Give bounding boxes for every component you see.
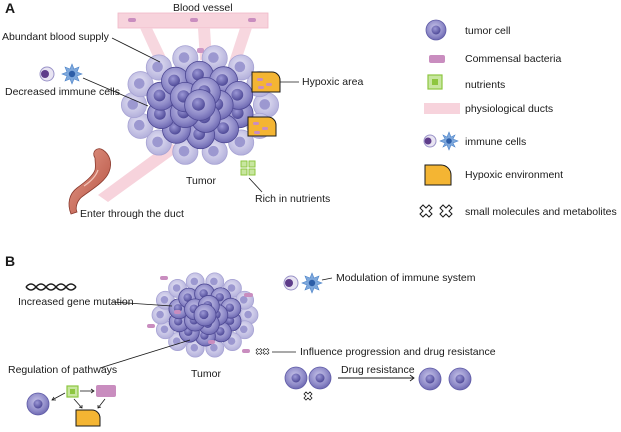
tumor-cell-nucleus bbox=[173, 317, 183, 326]
tumor-cell-nucleus bbox=[227, 284, 236, 292]
tumor-cell-nucleus bbox=[160, 296, 169, 304]
legend-hypoxic-label: Hypoxic environment bbox=[465, 169, 564, 181]
immune-cells-icon-a bbox=[39, 63, 83, 85]
hypoxic-area-label: Hypoxic area bbox=[302, 76, 364, 88]
blood-vessel-label: Blood vessel bbox=[173, 2, 233, 14]
tumor-a-label: Tumor bbox=[186, 175, 216, 187]
tumor-cell-nucleus bbox=[178, 52, 190, 63]
legend-hypoxic-icon bbox=[424, 164, 452, 186]
regulation-pathways-label: Regulation of pathways bbox=[8, 364, 118, 376]
tumor-cell-nucleus bbox=[178, 145, 190, 157]
legend-bacteria-icon bbox=[429, 55, 445, 63]
legend-immune-cells-icon bbox=[423, 131, 459, 151]
legend-molecules-label: small molecules and metabolites bbox=[465, 206, 617, 218]
bacteria-b bbox=[147, 276, 253, 353]
hypoxic-area-icon-2 bbox=[247, 116, 277, 137]
tumor-cell-nucleus bbox=[210, 343, 218, 352]
tumor-cell-nucleus bbox=[133, 119, 145, 131]
decreased-immune-cells-label: Decreased immune cells bbox=[5, 86, 120, 98]
tumor-cell-nucleus bbox=[227, 337, 236, 345]
tumor-cell-nucleus bbox=[239, 325, 248, 334]
influence-progression-label: Influence progression and drug resistanc… bbox=[300, 346, 496, 358]
tumor-cell-nucleus bbox=[216, 74, 229, 86]
tumor-cell-nucleus bbox=[156, 310, 164, 319]
tumor-cell-nucleus bbox=[160, 325, 169, 334]
abundant-blood-supply-label: Abundant blood supply bbox=[2, 31, 109, 43]
tumor-cell-nucleus bbox=[172, 337, 181, 345]
tumor-cell-nucleus bbox=[183, 293, 192, 302]
stomach-icon bbox=[68, 148, 111, 215]
small-molecules-b bbox=[255, 348, 270, 355]
tumor-cell-nucleus bbox=[225, 303, 235, 312]
tumor-cell-nucleus bbox=[208, 52, 219, 63]
tumor-cluster-b bbox=[151, 272, 259, 358]
tumor-cell-nucleus bbox=[259, 99, 271, 110]
tumor-cell-nucleus bbox=[244, 310, 252, 319]
tumor-b-label: Tumor bbox=[191, 368, 221, 380]
tumor-cell-nucleus bbox=[153, 89, 166, 102]
tumor-cell-nucleus bbox=[225, 316, 235, 325]
tumor-cell-nucleus bbox=[231, 88, 244, 101]
legend-ducts-label: physiological ducts bbox=[465, 103, 554, 115]
panel-b-label: B bbox=[5, 253, 16, 269]
tumor-cell-nucleus bbox=[234, 61, 246, 73]
tumor-cell-nucleus bbox=[191, 97, 205, 111]
tumor-cell-nucleus bbox=[172, 284, 181, 292]
tumor-cell-nucleus bbox=[192, 68, 204, 81]
tumor-cell-nucleus bbox=[234, 136, 246, 148]
legend-duct-icon bbox=[424, 103, 460, 114]
legend-bacteria-label: Commensal bacteria bbox=[465, 53, 562, 65]
hypoxic-area-icon bbox=[251, 71, 281, 93]
tumor-cell-nucleus bbox=[152, 61, 163, 73]
tumor-cell-nucleus bbox=[152, 136, 163, 148]
tumor-cell-nucleus bbox=[190, 277, 199, 286]
tumor-cell-nucleus bbox=[199, 309, 209, 320]
legend-tumor-cell-label: tumor cell bbox=[465, 25, 511, 37]
panel-a-label: A bbox=[5, 0, 16, 16]
immune-cells-icon-b bbox=[283, 272, 323, 294]
modulation-immune-label: Modulation of immune system bbox=[336, 272, 476, 284]
nutrients-icon-a bbox=[240, 160, 256, 176]
tumor-cell-nucleus bbox=[210, 277, 218, 286]
increased-gene-mutation-label: Increased gene mutation bbox=[18, 296, 134, 308]
tumor-cell-nucleus bbox=[127, 99, 139, 110]
legend-nutrients-label: nutrients bbox=[465, 79, 506, 91]
tumor-cell-nucleus bbox=[153, 108, 166, 120]
tumor-cell-nucleus bbox=[190, 343, 199, 352]
tumor-cell-nucleus bbox=[133, 78, 145, 89]
drug-resistance-diagram bbox=[284, 366, 472, 401]
legend-small-molecules-icon bbox=[419, 204, 453, 218]
tumor-cell-nucleus bbox=[231, 107, 244, 119]
legend-nutrient-icon bbox=[427, 74, 443, 90]
tumor-cell-nucleus bbox=[239, 296, 248, 304]
blood-vessel bbox=[117, 12, 269, 29]
dna-icon bbox=[25, 283, 77, 291]
pathway-diagram bbox=[26, 385, 116, 427]
rich-in-nutrients-label: Rich in nutrients bbox=[255, 193, 331, 205]
legend-immune-label: immune cells bbox=[465, 136, 527, 148]
legend-tumor-cell-icon bbox=[425, 19, 447, 41]
tumor-cell-nucleus bbox=[208, 145, 219, 157]
tumor-cell-nucleus bbox=[215, 293, 224, 302]
drug-resistance-label: Drug resistance bbox=[341, 364, 415, 376]
enter-through-duct-label: Enter through the duct bbox=[80, 208, 184, 220]
duct-to-stomach bbox=[98, 142, 180, 202]
legend bbox=[419, 19, 460, 218]
tumor-cell-nucleus bbox=[168, 74, 180, 87]
tumor-cell-nucleus bbox=[217, 122, 229, 135]
